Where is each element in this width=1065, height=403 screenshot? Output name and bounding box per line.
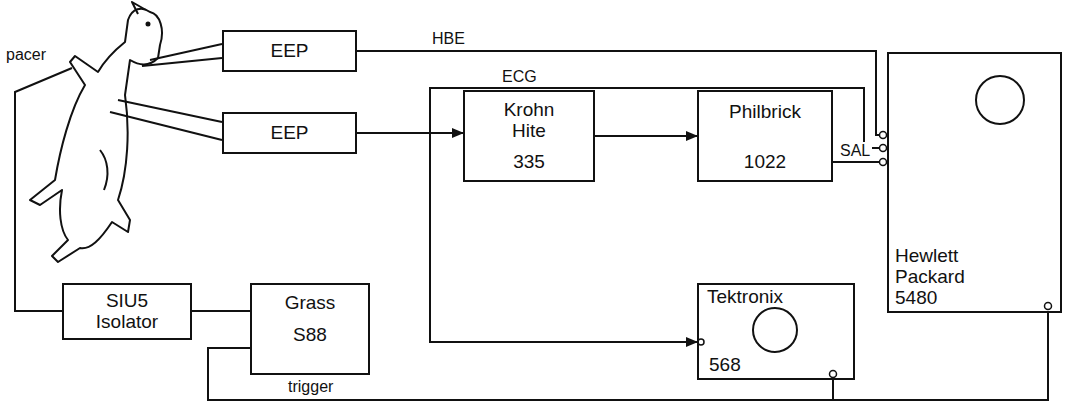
- signal-wire: [357, 51, 887, 135]
- instrument-name: EEP: [270, 41, 308, 62]
- instrument-box: EEP: [222, 112, 357, 154]
- instrument-name: SIU5 Isolator: [80, 291, 175, 333]
- instrument-name: S88: [293, 325, 327, 346]
- terminals: [698, 132, 1052, 378]
- instrument-name: 335: [513, 152, 545, 173]
- instrument-box: EEP: [222, 30, 357, 72]
- instrument-name: 568: [709, 355, 741, 376]
- instrument-box: Krohn Hite 335: [463, 90, 595, 182]
- signal-wire: [357, 88, 887, 148]
- instrument-name: Grass: [285, 293, 336, 314]
- instrument-box: Hewlett Packard5480: [887, 52, 1062, 313]
- signal-wire: [192, 310, 250, 312]
- dog-illustration: [30, 2, 162, 262]
- instrument-name: 1022: [744, 152, 786, 173]
- signal-label: HBE: [430, 30, 467, 48]
- instrument-name: Krohn Hite: [489, 100, 569, 142]
- instrument-box: SIU5 Isolator: [62, 283, 192, 340]
- instrument-box: Tektronix 568: [697, 283, 855, 380]
- instrument-name: 5480: [895, 288, 937, 309]
- signal-label: ECG: [500, 68, 539, 86]
- instrument-name: Hewlett Packard: [895, 246, 985, 288]
- instrument-box: GrassS88: [250, 283, 370, 375]
- signal-label: SAL: [838, 142, 872, 160]
- instrument-box: Philbrick 1022: [697, 90, 833, 182]
- pacer-wire: [15, 68, 72, 311]
- instrument-name: EEP: [270, 123, 308, 144]
- instrument-name: Philbrick: [729, 102, 801, 123]
- instrument-name: Tektronix: [707, 287, 783, 308]
- signal-wire: [208, 313, 1048, 400]
- signal-wire: [595, 135, 697, 137]
- signal-label: pacer: [4, 46, 48, 64]
- signal-wire: [357, 133, 697, 342]
- electrode-wires: [15, 44, 222, 311]
- signal-label: trigger: [286, 378, 335, 396]
